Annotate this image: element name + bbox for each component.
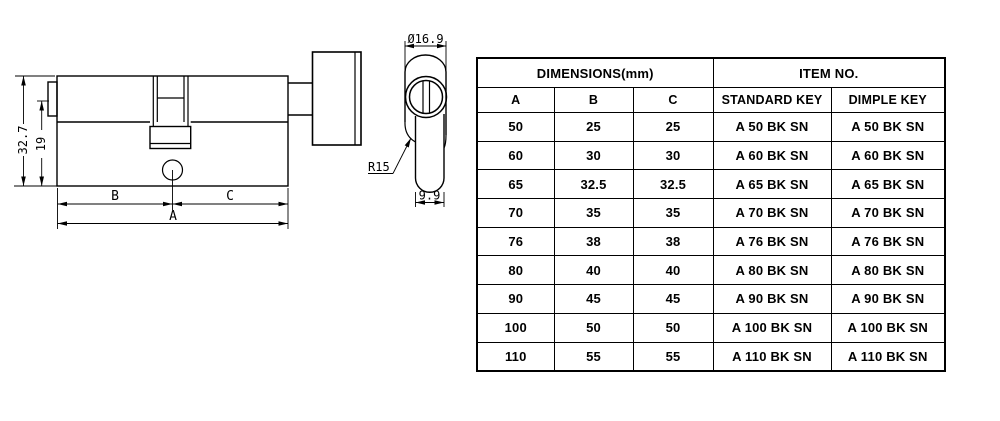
- table-cell: A 100 BK SN: [830, 312, 946, 343]
- dim-label-bottom-width: 9.9: [419, 189, 441, 203]
- dim-label-b: B: [111, 189, 119, 204]
- cam-notch: [152, 76, 189, 122]
- column-header-dimple-key: DIMPLE KEY: [830, 87, 946, 113]
- dim-label-c: C: [226, 189, 234, 204]
- table-cell: A 100 BK SN: [712, 312, 832, 343]
- table-cell: A 90 BK SN: [712, 284, 832, 314]
- cylinder-side-view: [47, 51, 362, 187]
- table-cell: 65: [476, 169, 555, 200]
- side-view-dimensions: [14, 75, 289, 229]
- table-cell: A 90 BK SN: [830, 284, 946, 314]
- table-cell: A 76 BK SN: [830, 226, 946, 257]
- table-cell: 25: [632, 112, 714, 142]
- thumbturn-knob: [311, 51, 362, 146]
- column-header-a: A: [476, 87, 555, 113]
- table-cell: 70: [476, 198, 555, 228]
- table-cell: 90: [476, 284, 555, 314]
- column-header-b: B: [553, 87, 634, 113]
- table-cell: A 110 BK SN: [830, 341, 946, 372]
- table-cell: A 65 BK SN: [712, 169, 832, 200]
- table-cell: A 60 BK SN: [712, 140, 832, 171]
- table-cell: 40: [632, 255, 714, 286]
- table-cell: 38: [553, 226, 634, 257]
- table-cell: A 110 BK SN: [712, 341, 832, 372]
- dim-label-a: A: [169, 209, 177, 224]
- table-cell: A 50 BK SN: [712, 112, 832, 142]
- table-cell: 30: [553, 140, 634, 171]
- table-cell: 25: [553, 112, 634, 142]
- table-cell: 32.5: [632, 169, 714, 200]
- table-cell: 40: [553, 255, 634, 286]
- dim-label-diameter: Ø16.9: [407, 32, 443, 46]
- table-cell: 55: [632, 341, 714, 372]
- table-cell: 76: [476, 226, 555, 257]
- table-cell: 35: [632, 198, 714, 228]
- table-cell: A 80 BK SN: [830, 255, 946, 286]
- table-cell: 50: [632, 312, 714, 343]
- dimensions-table: DIMENSIONS(mm) ITEM NO. A B C STANDARD K…: [476, 57, 947, 372]
- table-cell: 110: [476, 341, 555, 372]
- cylinder-collar: [47, 81, 58, 117]
- dim-label-radius: R15: [368, 160, 390, 174]
- table-cell: A 60 BK SN: [830, 140, 946, 171]
- cylinder-end-view: [404, 54, 448, 193]
- table-cell: 32.5: [553, 169, 634, 200]
- table-cell: 60: [476, 140, 555, 171]
- table-cell: A 65 BK SN: [830, 169, 946, 200]
- table-group-header-dimensions: DIMENSIONS(mm): [476, 57, 714, 88]
- table-cell: A 70 BK SN: [830, 198, 946, 228]
- table-cell: 80: [476, 255, 555, 286]
- table-cell: 35: [553, 198, 634, 228]
- table-cell: A 76 BK SN: [712, 226, 832, 257]
- table-cell: A 80 BK SN: [712, 255, 832, 286]
- dim-label-total-height: 32.7: [16, 126, 30, 155]
- dim-label-inner-height: 19: [34, 137, 48, 151]
- cylinder-face-circle: [404, 75, 448, 119]
- table-cell: A 50 BK SN: [830, 112, 946, 142]
- table-cell: 38: [632, 226, 714, 257]
- table-cell: 45: [632, 284, 714, 314]
- table-cell: A 70 BK SN: [712, 198, 832, 228]
- table-cell: 55: [553, 341, 634, 372]
- table-group-header-itemno: ITEM NO.: [712, 57, 946, 88]
- cam-lobe: [149, 122, 192, 150]
- table-cell: 50: [476, 112, 555, 142]
- table-cell: 30: [632, 140, 714, 171]
- end-view-dimensions: [368, 41, 447, 207]
- column-header-c: C: [632, 87, 714, 113]
- table-cell: 50: [553, 312, 634, 343]
- table-cell: 45: [553, 284, 634, 314]
- column-header-standard-key: STANDARD KEY: [712, 87, 832, 113]
- cylinder-body-outline: [56, 75, 289, 187]
- table-cell: 100: [476, 312, 555, 343]
